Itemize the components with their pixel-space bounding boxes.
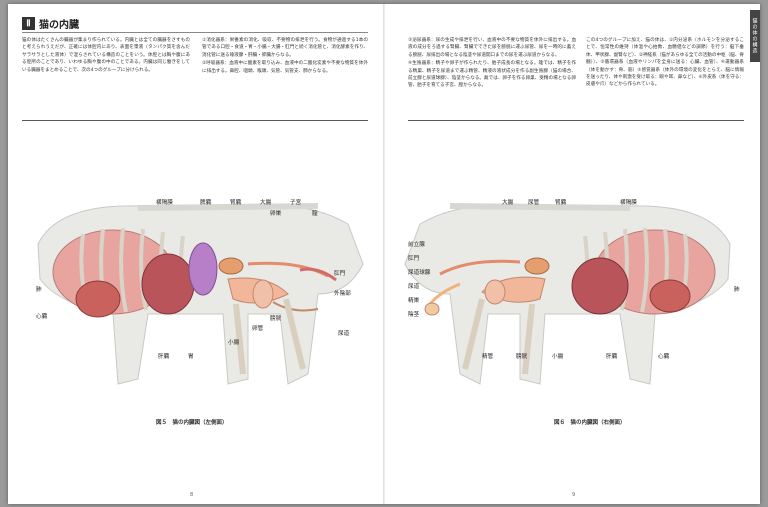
figure-label: 肛門 [334,271,346,277]
left-anatomy-figure [37,203,364,385]
figure-label: 尿道球腺 [408,270,431,276]
figure-caption: 図６ 猫の内臓図（右側面） [554,420,626,426]
figure-label: 膀胱 [270,316,282,322]
figure-caption: 図５ 猫の内臓図（左側面） [156,420,228,426]
liver-shape [141,253,195,315]
figure-label: 膀胱 [516,354,528,360]
paragraph: ①消化器系：栄養素の消化、吸収、不要物の排泄を行う。食物が通過する1本の管である… [202,38,368,58]
chapter-tab: 猫の体の構造 [750,10,760,62]
paragraph: ②呼吸器系：血液中に酸素を取り込み、血液中の二酸化炭素や不要な物質を体外に排出す… [202,61,368,74]
figure-label: 腎臓 [230,200,242,206]
figure-label: 卵管 [252,326,264,332]
text-bottom-rule [408,120,744,121]
heart-shape [649,279,691,313]
figure-label: 肛門 [408,256,420,262]
text-bottom-rule [22,120,368,121]
figure-label: 腎臓 [555,200,567,206]
figure-label: 子宮 [290,200,302,206]
paragraph: この4つのグループに加え、猫の体は、①内分泌系（ホルモンを分泌することで、恒常性… [586,38,745,88]
figure-label: 肺 [734,287,740,293]
figure-label: 尿道 [338,331,350,337]
figure-label: 心臓 [658,354,670,360]
figure-label: 外陰部 [334,291,351,297]
heading-rule [22,32,368,33]
heart-shape [75,280,121,318]
figure-label: 小腸 [228,340,240,346]
figure-label: 精巣 [408,298,420,304]
page-number: 9 [572,492,576,498]
figure-label: 肺 [36,287,42,293]
figure-label: 膣 [312,211,318,217]
figure-label: 心臓 [36,314,48,320]
figure-label: 大腸 [502,200,514,206]
section-heading: Ⅱ 猫の内臓 [22,16,79,31]
figure-label: 陰茎 [408,312,420,318]
figure-label: 肝臓 [606,354,618,360]
right-text-column-1: ③泌尿器系：尿の生成や排泄を行い、血液中の不要な物質を体外に排出する。血液の成分… [408,37,576,91]
figure-label: 胃 [188,354,194,360]
liver-shape [571,257,629,315]
figure-label: 大腸 [260,200,272,206]
paragraph: ③泌尿器系：尿の生成や排泄を行い、血液中の不要な物質を体外に排出する。血液の成分… [408,38,576,58]
left-text-column-2: ①消化器系：栄養素の消化、吸収、不要物の排泄を行う。食物が通過する1本の管である… [202,37,368,76]
figure-label: 前立腺 [408,242,425,248]
page-number: 8 [190,492,194,498]
section-number-badge: Ⅱ [22,17,35,30]
right-anatomy-figure [404,203,731,385]
paragraph: 猫の体はたくさんの臓器が集まり作られている。内臓とは全ての臓器をさすものと考えら… [22,38,190,73]
section-title: 猫の内臓 [39,20,79,31]
left-text-column-1: 猫の体はたくさんの臓器が集まり作られている。内臓とは全ての臓器をさすものと考えら… [22,37,190,75]
figure-label: 肝臓 [158,354,170,360]
figure-label: 小腸 [552,354,564,360]
book-spread: Ⅱ 猫の内臓 猫の体はたくさんの臓器が集まり作られている。内臓とは全ての臓器をさ… [8,4,760,504]
paragraph: ④生殖器系：精子や卵子が作られたり、胎子成長の場となる。雄では、精子を作る精巣、… [408,61,576,89]
figure-label: 精管 [482,354,494,360]
right-text-column-2: この4つのグループに加え、猫の体は、①内分泌系（ホルモンを分泌することで、恒常性… [586,37,744,90]
figure-label: 卵巣 [270,211,282,217]
figure-label: 横隔膜 [156,200,173,206]
book-gutter [383,4,385,504]
figure-label: 尿管 [528,200,540,206]
figure-label: 横隔膜 [620,200,637,206]
spleen-shape [188,242,218,296]
figure-label: 尿道 [408,284,420,290]
figure-label: 脾臓 [200,200,212,206]
